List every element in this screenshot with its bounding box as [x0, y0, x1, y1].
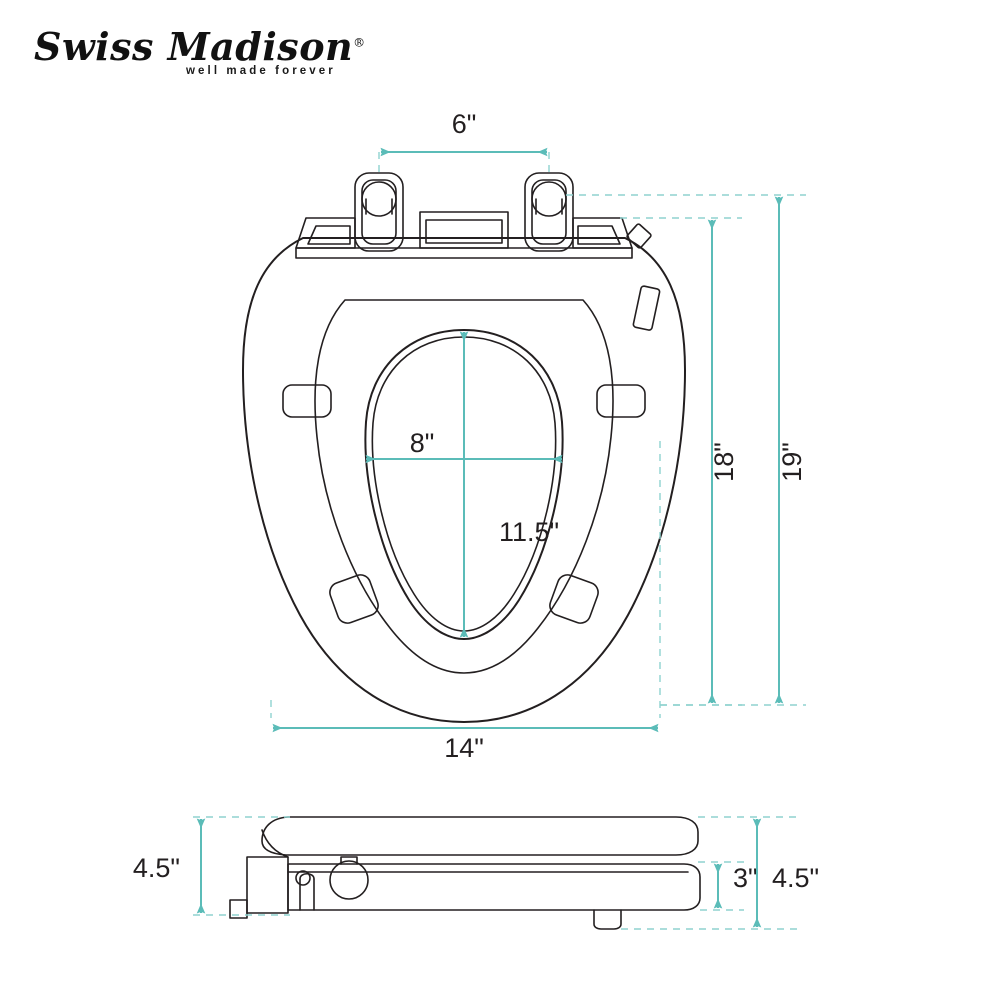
brand-name: Swiss Madison®	[34, 28, 365, 66]
dimension-label-11-5in: 11.5"	[499, 517, 559, 547]
hinge-assembly	[295, 172, 633, 259]
brand-logo: Swiss Madison® well made forever	[34, 28, 365, 90]
dimension-overall-width: 14"	[270, 441, 661, 763]
dimension-bowl-length: 11.5"	[459, 331, 559, 638]
dimension-height-left: 4.5"	[133, 816, 290, 916]
quick-release-tabs	[626, 223, 661, 331]
dimension-label-8in: 8"	[410, 428, 435, 458]
brand-name-text: Swiss Madison	[34, 24, 354, 69]
dimension-label-6in: 6"	[452, 109, 477, 139]
bumper-upper-left	[282, 384, 332, 418]
bumper-lower-left	[329, 574, 379, 624]
dimension-label-3in: 3"	[733, 863, 758, 893]
bumper-lower-right	[549, 574, 599, 624]
dimension-label-4-5in-right: 4.5"	[772, 863, 819, 893]
dimension-label-4-5in-left: 4.5"	[133, 853, 180, 883]
bumper-upper-right	[596, 384, 646, 418]
top-view-seat-outline	[242, 237, 686, 723]
dimension-seat-length: 18"	[620, 217, 742, 706]
dimension-overall-length: 19"	[566, 194, 807, 706]
dimension-label-14in: 14"	[444, 733, 484, 763]
dimension-label-19in: 19"	[777, 442, 807, 482]
side-view-profile	[229, 816, 701, 930]
dimension-height-right: 4.5"	[621, 816, 819, 930]
dimension-label-18in: 18"	[709, 442, 739, 482]
brand-tagline: well made forever	[186, 65, 336, 77]
dimension-hinge-spread: 6"	[378, 109, 550, 178]
seat-bumpers	[282, 384, 646, 624]
registered-trademark-icon: ®	[353, 35, 366, 50]
dimension-seat-height: 3"	[698, 861, 758, 911]
